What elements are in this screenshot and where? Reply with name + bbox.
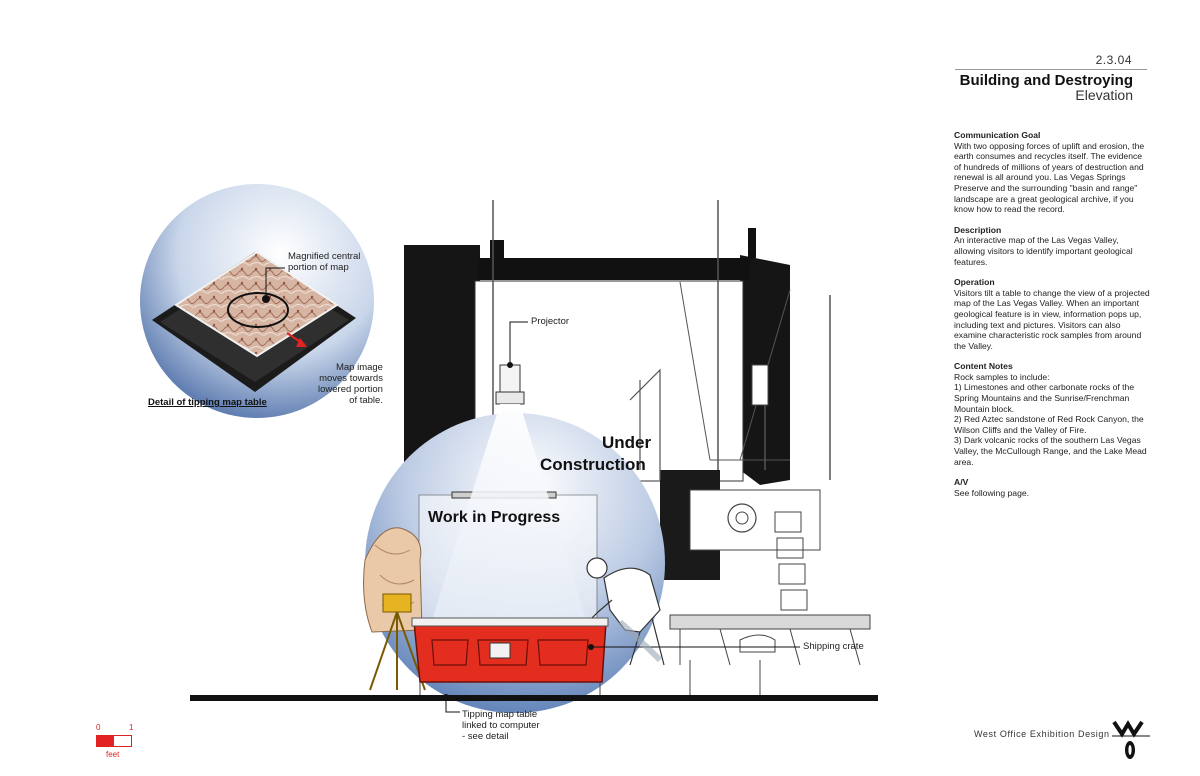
section-description: Description An interactive map of the La… xyxy=(954,225,1150,267)
page-subtitle: Elevation xyxy=(1075,87,1133,103)
overlay-work-in-progress: Work in Progress xyxy=(428,509,561,526)
floor-line xyxy=(190,695,878,701)
label-line: moves towards xyxy=(319,373,383,384)
scale-bar-box xyxy=(96,735,132,747)
section-av: A/V See following page. xyxy=(954,477,1150,498)
page-title: Building and Destroying xyxy=(959,72,1133,89)
label-projector: Projector xyxy=(531,316,570,327)
page-number: 2.3.04 xyxy=(1095,53,1132,67)
section-body: An interactive map of the Las Vegas Vall… xyxy=(954,235,1133,267)
section-content-notes: Content Notes Rock samples to include: 1… xyxy=(954,361,1150,467)
label-tipping-table: Tipping map table linked to computer - s… xyxy=(462,709,540,742)
projector xyxy=(432,321,586,620)
section-heading: Communication Goal xyxy=(954,130,1041,140)
scale-max: 1 xyxy=(129,723,134,732)
worker-figure xyxy=(586,557,665,666)
section-communication-goal: Communication Goal With two opposing for… xyxy=(954,130,1150,215)
detail-caption: Detail of tipping map table xyxy=(148,397,267,408)
label-line: Tipping map table xyxy=(462,709,538,720)
section-heading: Description xyxy=(954,224,1002,235)
label-shipping-crate: Shipping crate xyxy=(803,641,864,652)
title-rule xyxy=(955,69,1147,70)
label-line: lowered portion xyxy=(318,384,383,395)
label-map-image: Map image moves towards lowered portion … xyxy=(318,362,383,406)
label-magnified: Magnified central portion of map xyxy=(288,251,360,273)
label-line: linked to computer xyxy=(462,720,540,731)
overlay-construction: Construction xyxy=(540,455,646,474)
west-office-logo-icon xyxy=(1112,720,1150,759)
floor-supports xyxy=(419,660,761,695)
scale-bar-fill xyxy=(97,736,114,746)
section-body: With two opposing forces of uplift and e… xyxy=(954,140,1145,215)
section-operation: Operation Visitors tilt a table to chang… xyxy=(954,277,1150,351)
scale-unit: feet xyxy=(106,750,120,759)
section-body: Visitors tilt a table to change the view… xyxy=(954,287,1150,351)
section-heading: Operation xyxy=(954,277,995,288)
label-line: - see detail xyxy=(462,731,509,742)
label-line: Magnified central xyxy=(288,251,361,262)
label-line: portion of map xyxy=(288,262,349,273)
overlay-under: Under xyxy=(602,433,652,452)
label-line: of table. xyxy=(349,395,383,406)
scale-bar: 0 1 feet xyxy=(96,723,136,763)
label-line: Map image xyxy=(335,362,383,373)
section-heading: A/V xyxy=(954,477,969,488)
section-heading: Content Notes xyxy=(954,361,1013,372)
company-name: West Office Exhibition Design xyxy=(974,729,1110,739)
scale-min: 0 xyxy=(96,723,101,732)
detail-circle xyxy=(140,184,374,418)
section-body: See following page. xyxy=(954,487,1030,498)
shipping-crate xyxy=(411,617,800,713)
tripod xyxy=(369,593,426,691)
section-body: Rock samples to include: 1) Limestones a… xyxy=(954,371,1147,467)
description-column: Communication Goal With two opposing for… xyxy=(954,130,1150,508)
